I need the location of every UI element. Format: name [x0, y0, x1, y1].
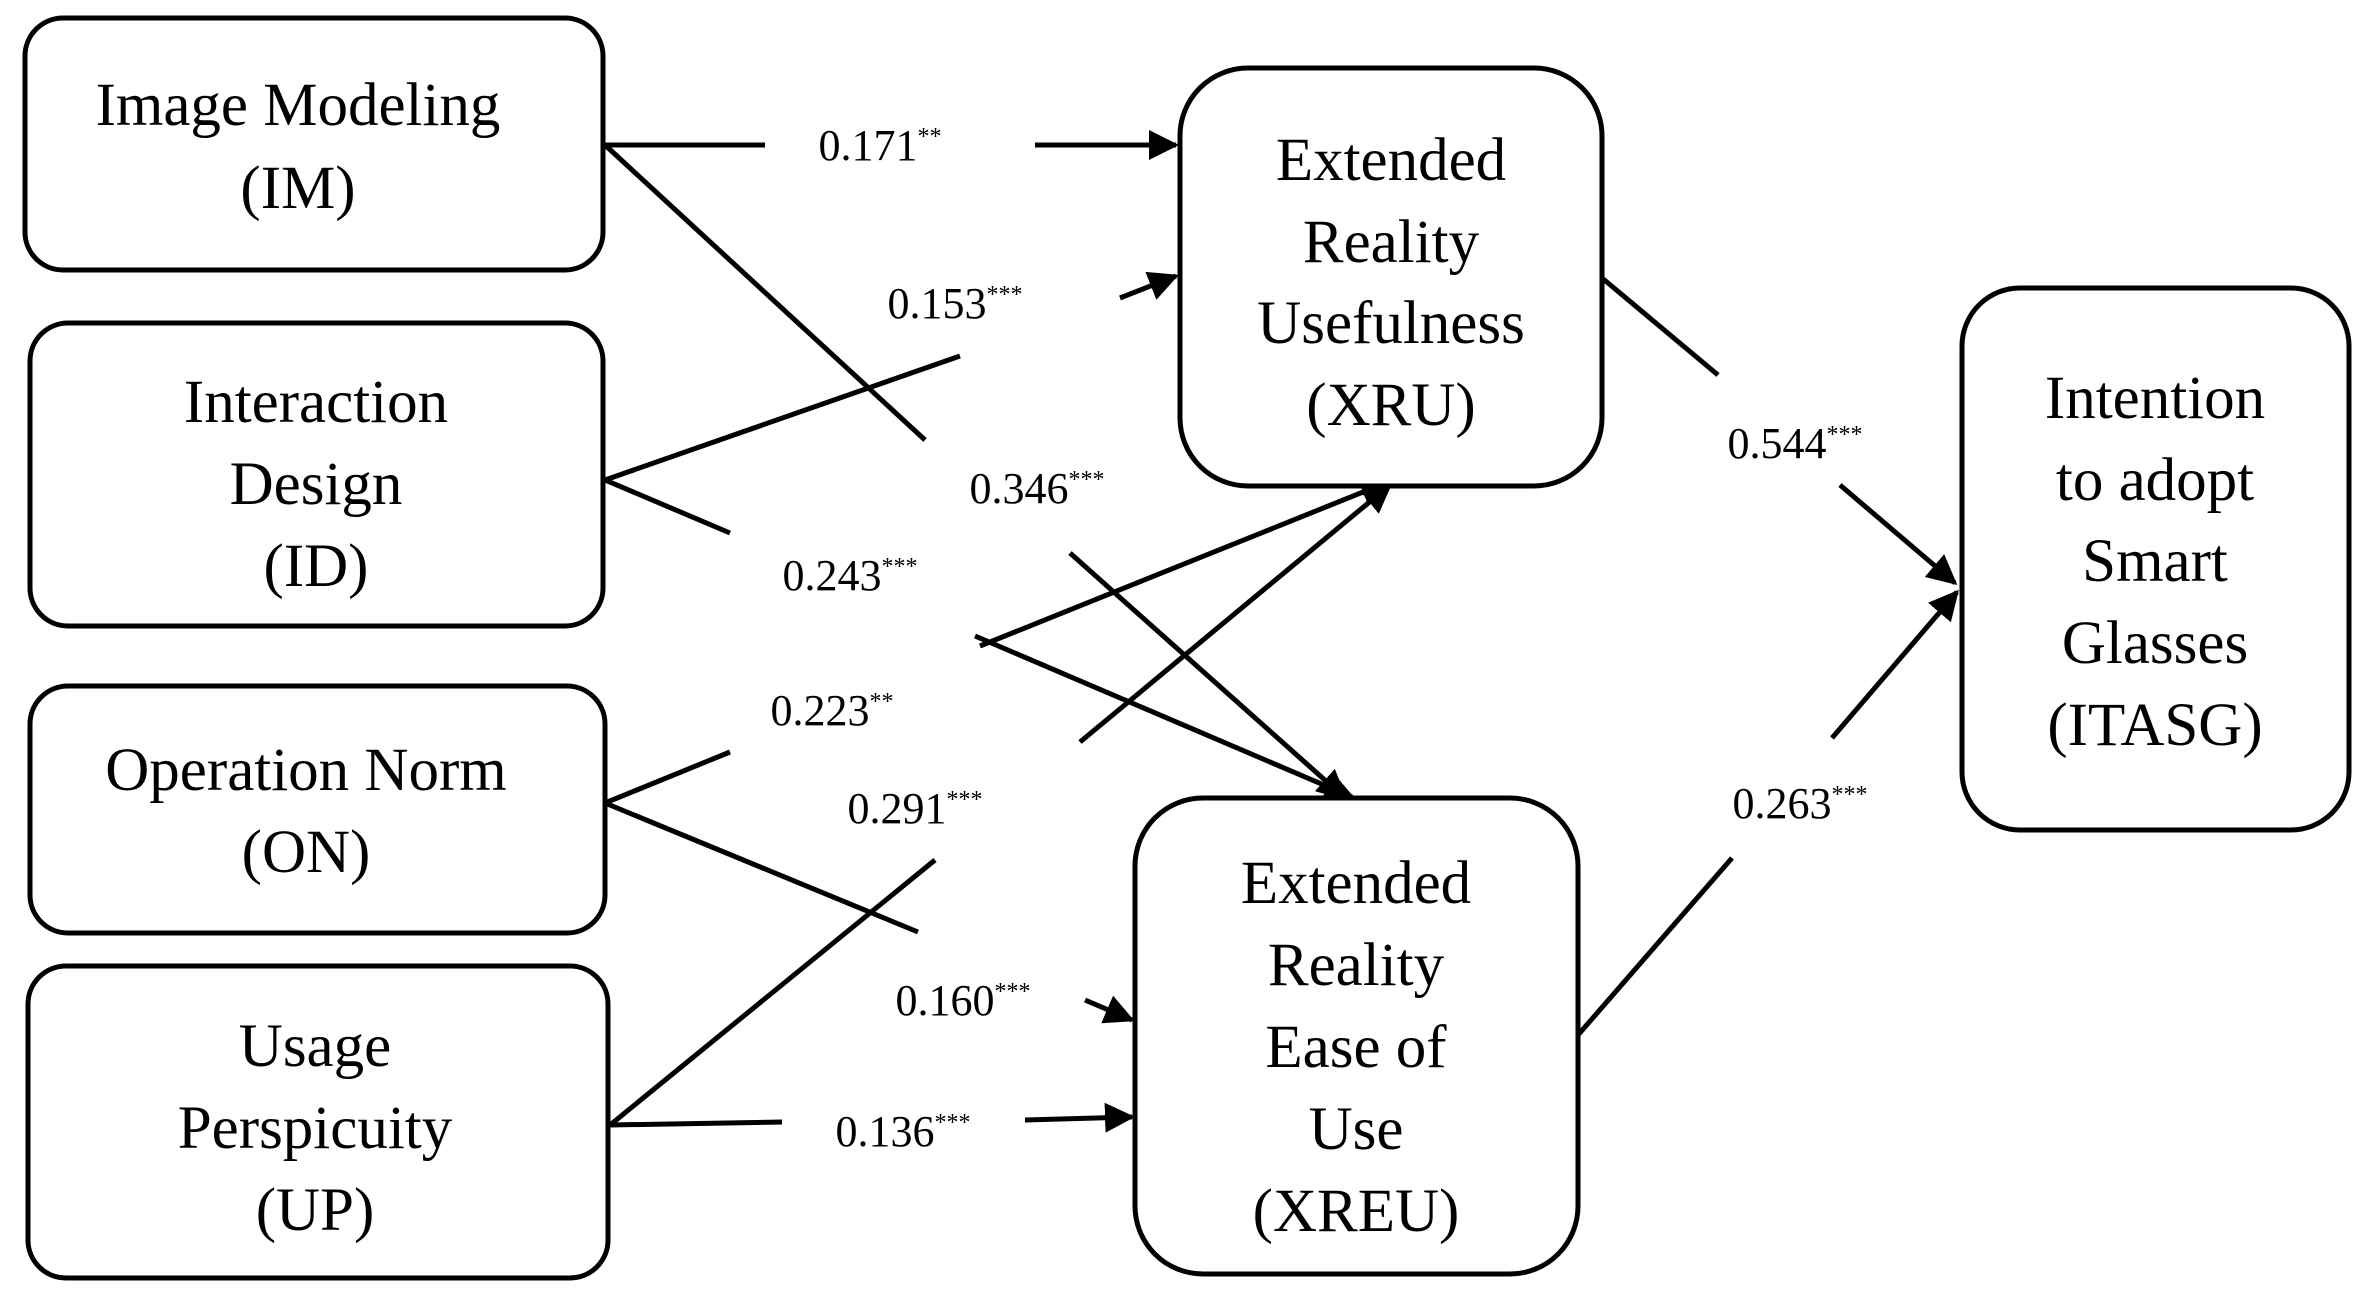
coef-id-xreu: 0.243***: [783, 551, 918, 600]
node-im-line-1: Image Modeling: [96, 72, 501, 139]
node-up-line-1: Usage: [239, 1013, 391, 1080]
edge-on-xreu: [604, 800, 919, 935]
edge-up-xreu: [609, 1119, 783, 1128]
edge-xreu-itasg-arrow: [1830, 589, 1959, 740]
coef-up-xru: 0.291***: [848, 784, 983, 833]
node-on-line-1: Operation Norm: [105, 737, 506, 804]
node-xru-line-3: Usefulness: [1257, 290, 1525, 357]
node-xru-line-1: Extended: [1276, 127, 1506, 194]
node-up-line-3: (UP): [256, 1177, 375, 1244]
node-xreu-line-1: Extended: [1241, 850, 1471, 917]
edge-xreu-itasg: [1576, 856, 1734, 1037]
coef-on-xru: 0.223**: [771, 686, 894, 735]
edge-on-xreu-arrow: [1084, 995, 1135, 1024]
node-usage-perspicuity: Usage Perspicuity (UP): [25, 963, 611, 1281]
edge-id-xreu-arrow: [974, 633, 1355, 801]
node-image-modeling: Image Modeling (IM): [22, 15, 606, 273]
coef-xru-itasg: 0.544***: [1728, 419, 1863, 468]
edge-im-xreu-arrow: [1068, 551, 1348, 800]
edge-on-xru-arrow: [979, 478, 1391, 649]
coef-im-xru: 0.171**: [819, 121, 942, 170]
node-id-line-2: Design: [230, 451, 403, 518]
node-xreu-line-2: Reality: [1268, 932, 1445, 999]
node-itasg-line-1: Intention: [2045, 365, 2265, 432]
node-im-line-2: (IM): [240, 155, 355, 222]
node-itasg-line-3: Smart: [2082, 528, 2228, 595]
node-interaction-design: Interaction Design (ID): [27, 320, 606, 629]
node-operation-norm: Operation Norm (ON): [27, 683, 608, 936]
coef-im-xreu: 0.346***: [970, 464, 1105, 513]
node-up-line-2: Perspicuity: [178, 1095, 453, 1162]
coefficients: 0.171** 0.153*** 0.346*** 0.243*** 0.223…: [771, 121, 1868, 1156]
node-on-line-2: (ON): [242, 819, 371, 886]
node-xreu-line-3: Ease of: [1265, 1014, 1447, 1081]
node-xru-line-4: (XRU): [1306, 372, 1475, 439]
coef-on-xreu: 0.160***: [896, 976, 1031, 1025]
edge-id-xru-arrow: [1119, 271, 1179, 301]
node-xreu-line-5: (XREU): [1253, 1178, 1460, 1245]
edge-id-xreu: [604, 477, 731, 536]
edge-up-xru-arrow: [1078, 483, 1393, 744]
node-itasg-line-4: Glasses: [2062, 610, 2248, 677]
edges: [603, 130, 1959, 1133]
node-xreu-line-4: Use: [1309, 1096, 1404, 1163]
edge-id-xru: [604, 353, 961, 483]
node-xru-line-2: Reality: [1303, 209, 1480, 276]
edge-im-xreu: [603, 143, 927, 442]
node-itasg-line-2: to adopt: [2056, 447, 2254, 514]
node-xr-usefulness: Extended Reality Usefulness (XRU): [1177, 65, 1605, 489]
node-id-line-3: (ID): [264, 533, 369, 600]
edge-on-xru: [604, 749, 731, 806]
node-id-line-1: Interaction: [184, 369, 448, 436]
coef-xreu-itasg: 0.263***: [1733, 779, 1868, 828]
coef-id-xru: 0.153***: [888, 279, 1023, 328]
edge-xru-itasg: [1600, 276, 1720, 377]
edge-xru-itasg-arrow: [1838, 483, 1958, 585]
node-itasg-line-5: (ITASG): [2047, 692, 2262, 759]
edge-up-xreu-arrow: [1024, 1102, 1135, 1133]
node-intention-to-adopt: Intention to adopt Smart Glasses (ITASG): [1959, 285, 2352, 833]
node-xr-ease-of-use: Extended Reality Ease of Use (XREU): [1132, 795, 1581, 1277]
coef-up-xreu: 0.136***: [836, 1107, 971, 1156]
edge-up-xru: [608, 858, 937, 1127]
